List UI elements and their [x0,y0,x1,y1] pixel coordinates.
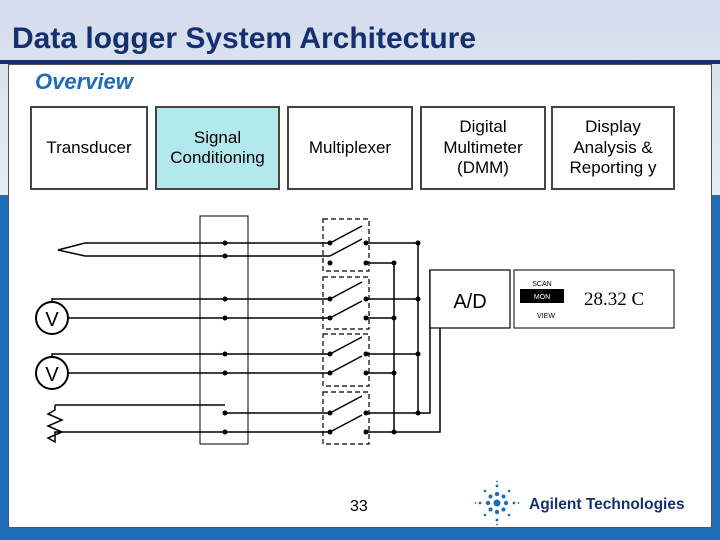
adc-box [429,269,511,329]
relay-box-2 [322,276,370,330]
mon-label: MON [534,294,550,301]
source1-top-wire [51,298,225,303]
title-underline [0,60,720,64]
thermocouple-icon [57,242,225,257]
agilent-spark-logo-icon [474,480,520,526]
display-block: Display Analysis & Reporting y [551,106,675,190]
signal-conditioning-strip [199,215,249,445]
page-number: 33 [350,498,368,515]
company-name: Agilent Technologies [529,496,685,513]
hi-bus [417,243,431,414]
transducer-label: Transducer [46,137,132,157]
slide-title: Data logger System Architecture [12,22,477,55]
source-1-symbol: V [45,309,59,331]
slide-subtitle: Overview [35,69,133,94]
relay-box-4 [322,391,370,445]
dmm-label: Digital Multimeter (DMM) [443,117,523,178]
source2-bottom-wire [51,372,225,388]
resistor-icon [46,405,225,444]
relay-boxes [322,218,370,445]
display-reading: 28.32 C [584,289,644,310]
voltage-source-icon [35,301,69,390]
agilent-logo: Agilent Technologies [474,480,685,526]
multiplexer-label: Multiplexer [308,137,392,157]
switch-icon [329,225,363,433]
relay-box-3 [322,333,370,387]
scan-label: SCAN [532,281,551,288]
relay-box-1 [322,218,370,272]
source1-bottom-wire [51,317,225,333]
signal-conditioning-label: Signal Conditioning [170,127,265,167]
display-label: Display Analysis & Reporting y [569,117,657,178]
source-2-symbol: V [45,364,59,386]
source2-top-wire [51,353,225,359]
adc-label: A/D [453,291,486,313]
signal-conditioning-block: Signal Conditioning [155,106,280,190]
multiplexer-block: Multiplexer [287,106,413,190]
transducer-block: Transducer [30,106,148,190]
junction-dots [222,240,421,435]
lo-bus [393,263,441,433]
view-label: VIEW [537,313,555,320]
dmm-block: Digital Multimeter (DMM) [420,106,546,190]
mon-indicator [520,289,564,303]
